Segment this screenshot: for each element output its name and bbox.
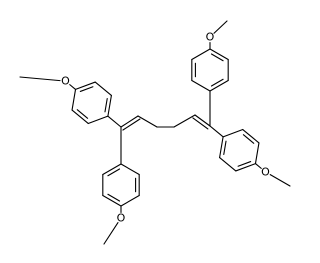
ring-right-lower-bond	[219, 156, 237, 172]
ring-left-upper-bond	[71, 109, 89, 125]
ring-left-lower-double-bond	[107, 193, 121, 202]
chain-double-bond-inner	[122, 118, 141, 131]
ring-left-upper-bond	[87, 115, 109, 125]
ring-right-upper-oxygen-atom: O	[206, 31, 215, 44]
chain-double-bond	[120, 115, 139, 128]
ring-right-lower-attachment-bond	[209, 125, 224, 138]
chain-double-bond	[194, 114, 211, 127]
ring-right-lower-methyl-bond	[269, 174, 291, 187]
ring-left-upper-oxygen-atom: O	[61, 75, 70, 88]
ring-left-upper-double-bond	[79, 86, 94, 92]
ring-right-lower-bond	[235, 163, 257, 172]
ring-left-upper-bond	[94, 81, 112, 97]
ring-right-upper-bond	[209, 48, 229, 61]
ring-left-lower-bond	[102, 163, 122, 176]
ring-right-lower-bond	[242, 128, 260, 144]
atom-labels: O O O O	[61, 31, 270, 225]
ring-left-upper-double-bond	[76, 109, 89, 119]
ring-right-lower-double-bond	[237, 161, 252, 167]
ring-left-upper-bond	[71, 88, 77, 111]
ring-left-upper-bond	[74, 81, 96, 90]
ring-right-lower-oxygen-bond	[254, 163, 262, 169]
ring-right-lower-oxygen-atom: O	[261, 165, 270, 178]
ring-right-upper-bond	[191, 48, 211, 61]
ring-left-upper-methyl-bond	[19, 76, 61, 82]
ring-right-lower-bond	[254, 142, 260, 165]
ring-left-upper-oxygen-bond	[69, 84, 77, 90]
ring-right-upper-double-bond	[210, 53, 224, 62]
ring-right-upper-bond	[209, 79, 229, 92]
ring-left-lower-bond	[102, 194, 122, 207]
ring-right-lower-double-bond	[223, 140, 227, 155]
ring-left-lower-methyl-bond	[103, 222, 119, 245]
ring-left-upper-bond	[107, 94, 112, 117]
ring-right-upper-double-bond	[210, 78, 224, 87]
chain-single-bond	[173, 114, 196, 128]
bond-lines	[19, 20, 291, 245]
ring-right-upper-methyl-bond	[213, 20, 228, 34]
ring-left-upper-attachment-bond	[107, 115, 122, 128]
ring-left-lower-double-bond	[107, 168, 121, 177]
ring-right-lower-double-bond	[242, 134, 255, 144]
ring-right-lower-bond	[222, 128, 244, 138]
chain-double-bond-inner	[192, 117, 209, 130]
ring-right-upper-bond	[191, 79, 211, 92]
ring-left-lower-bond	[120, 163, 140, 176]
ring-left-lower-oxygen-atom: O	[117, 212, 126, 225]
ring-right-lower-bond	[219, 136, 224, 159]
ring-left-lower-bond	[120, 194, 140, 207]
ring-left-upper-double-bond	[104, 98, 108, 113]
chain-single-bond	[137, 115, 158, 128]
